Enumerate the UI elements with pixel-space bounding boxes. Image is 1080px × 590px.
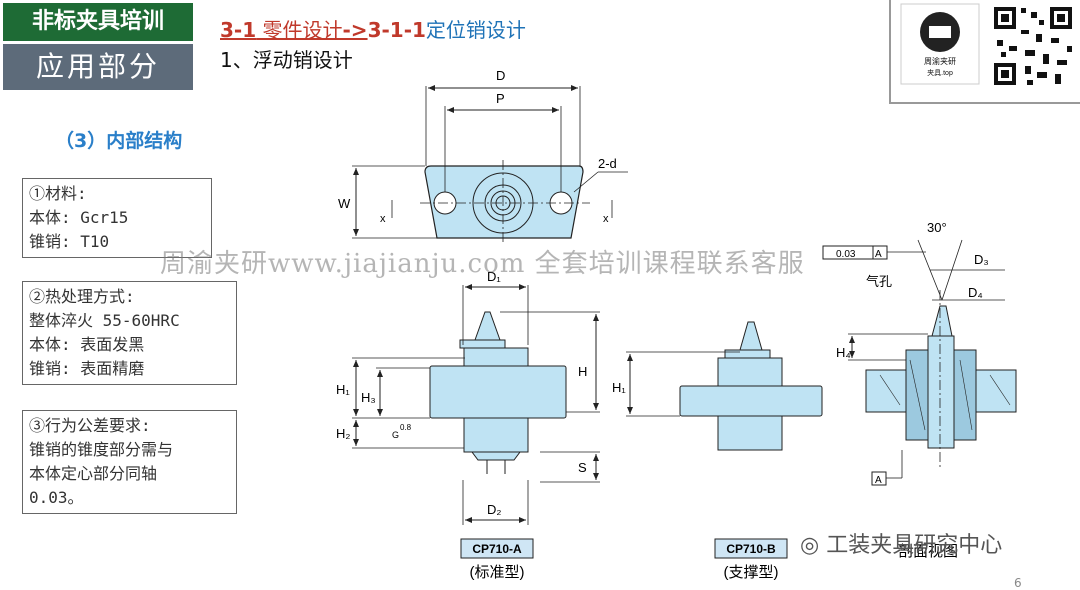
page-number: 6 [1014, 576, 1022, 590]
angle-label: 30° [927, 220, 947, 235]
dim-h3-label: H₃ [361, 390, 376, 405]
dim-h1-b-label: H₁ [612, 380, 626, 395]
dim-d-label: D [496, 68, 505, 83]
air-hole-label: 气孔 [866, 274, 892, 289]
top-view [352, 85, 628, 245]
breadcrumb-section-name: 零件设计 [256, 18, 343, 42]
section-heading: （3）内部结构 [55, 130, 183, 152]
front-view-support [626, 321, 823, 451]
dim-x-left-label: x [380, 213, 386, 225]
heat-title: ②热处理方式: [29, 287, 135, 306]
model-a-code: CP710-A [472, 542, 522, 556]
rough-value-label: 0.8 [400, 423, 412, 432]
logo-emblem-inner [929, 26, 951, 38]
dim-h-label: H [578, 364, 587, 379]
section-view-label: 剖面视图 [898, 543, 958, 560]
breadcrumb-sub-name: 定位销设计 [425, 18, 526, 42]
dim-x-right-label: x [603, 213, 609, 225]
front-view-standard [352, 284, 600, 525]
tolerance-line1: 锥销的锥度部分需与 [29, 440, 174, 459]
logo-frame: 周渝夹研 夹具.top [889, 0, 1080, 104]
model-b-desc: (支撑型) [724, 564, 779, 581]
dim-d4-label: D₄ [968, 285, 983, 300]
dim-h2-label: H₂ [336, 426, 350, 441]
datum-box [871, 471, 887, 486]
logo-qr-svg: 周渝夹研 夹具.top [900, 3, 1075, 88]
dim-2d-label: 2-d [598, 156, 617, 171]
model-a-desc: (标准型) [470, 564, 525, 581]
dim-h4-label: H₄ [836, 345, 851, 360]
tolerance-line2: 本体定心部分同轴 [29, 464, 158, 483]
model-a-badge [460, 538, 534, 559]
course-title-badge: 非标夹具培训 [3, 3, 193, 41]
material-body: 本体: Gcr15 [29, 208, 129, 227]
heat-quench: 整体淬火 55-60HRC [29, 311, 180, 330]
dim-s-label: S [578, 460, 587, 475]
breadcrumb-arrow: -> [342, 18, 368, 42]
material-title: ①材料: [29, 184, 87, 203]
tolerance-frame [822, 245, 888, 260]
tolerance-line3: 0.03。 [29, 488, 84, 507]
watermark-text: 周渝夹研www.jiajianju.com 全套培训课程联系客服 [160, 249, 805, 279]
dim-p-label: P [496, 91, 505, 106]
dim-d2-label: D₂ [487, 502, 501, 517]
dim-d1-label: D₁ [487, 269, 501, 284]
section-view [822, 239, 1017, 486]
material-pin: 锥销: T10 [29, 232, 110, 251]
logo-name-line2: 夹具.top [927, 68, 953, 77]
heat-pin: 锥销: 表面精磨 [29, 359, 145, 378]
qr-code-icon [991, 4, 1075, 88]
dim-h1-label: H₁ [336, 382, 350, 397]
datum-label: A [875, 475, 882, 486]
dim-w-label: W [338, 196, 351, 211]
breadcrumb-sub-number: 3-1-1 [367, 18, 426, 42]
page-subtitle: 1、浮动销设计 [220, 48, 353, 72]
heat-treatment-box: ②热处理方式: 整体淬火 55-60HRC 本体: 表面发黑 锥销: 表面精磨 [22, 281, 237, 385]
tolerance-datum: A [875, 249, 882, 260]
tolerance-box: ③行为公差要求: 锥销的锥度部分需与 本体定心部分同轴 0.03。 [22, 410, 237, 514]
breadcrumb-section-number: 3-1 [220, 18, 257, 42]
section-label-badge: 应用部分 [3, 44, 193, 90]
wechat-signature: ◎ 工装夹具研究中心 [800, 527, 1002, 559]
wechat-icon: ◎ [800, 533, 820, 558]
logo-name-line1: 周渝夹研 [924, 56, 956, 66]
model-b-badge [714, 538, 788, 559]
dim-d3-label: D₃ [974, 252, 989, 267]
heat-body: 本体: 表面发黑 [29, 335, 145, 354]
tolerance-value: 0.03 [836, 249, 856, 260]
tolerance-title: ③行为公差要求: [29, 416, 151, 435]
model-b-code: CP710-B [726, 542, 776, 556]
breadcrumb: 3-1 零件设计->3-1-1定位销设计 [220, 14, 526, 43]
material-box: ①材料: 本体: Gcr15 锥销: T10 [22, 178, 212, 258]
rough-g-label: G [392, 430, 399, 440]
wechat-account-name: 工装夹具研究中心 [826, 533, 1003, 558]
